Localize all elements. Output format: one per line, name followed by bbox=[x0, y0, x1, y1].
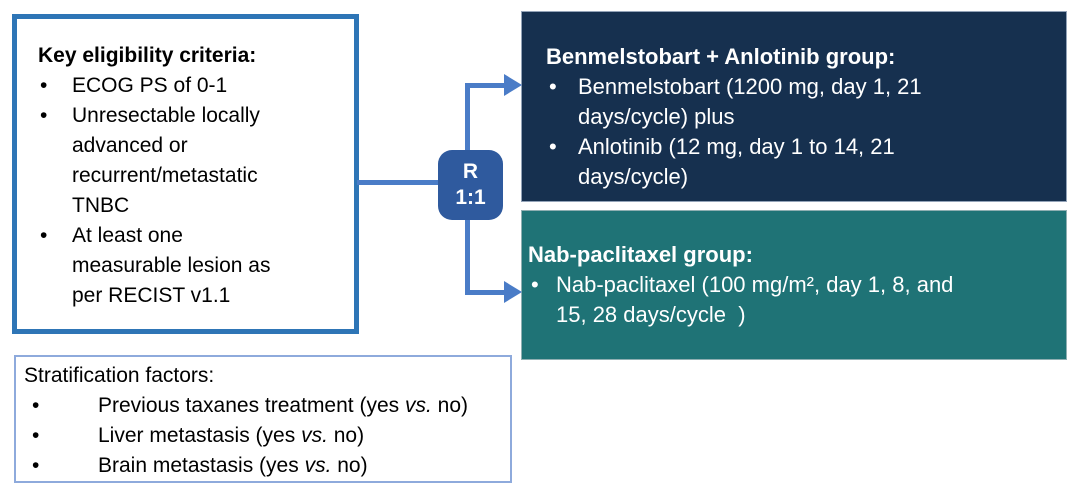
strat-text-before: Previous taxanes treatment (yes bbox=[98, 394, 405, 417]
bullet-icon bbox=[24, 451, 98, 481]
eligibility-item: ECOG PS of 0-1 bbox=[38, 71, 346, 101]
eligibility-item: At least one measurable lesion as per RE… bbox=[38, 221, 346, 311]
arm-nab-paclitaxel-box: Nab-paclitaxel group: Nab-paclitaxel (10… bbox=[521, 210, 1067, 360]
arm2-title: Nab-paclitaxel group: bbox=[528, 242, 753, 267]
bullet-icon bbox=[38, 71, 72, 101]
arm1-item: Benmelstobart (1200 mg, day 1, 21 days/c… bbox=[546, 72, 1052, 132]
strat-text-after: no) bbox=[327, 424, 365, 447]
arm1-item-text: Anlotinib (12 mg, day 1 to 14, 21 days/c… bbox=[578, 134, 895, 189]
strat-text-after: no) bbox=[431, 394, 469, 417]
stratification-box: Stratification factors: Previous taxanes… bbox=[14, 355, 512, 483]
bullet-icon bbox=[24, 391, 98, 421]
bullet-icon bbox=[528, 270, 556, 300]
bullet-icon bbox=[38, 101, 72, 131]
connector-eligibility-to-randomization bbox=[357, 180, 438, 185]
strat-text-before: Brain metastasis (yes bbox=[98, 454, 305, 477]
eligibility-criteria-box: Key eligibility criteria: ECOG PS of 0-1… bbox=[12, 14, 359, 334]
randomization-ratio: 1:1 bbox=[455, 186, 486, 209]
eligibility-item: Unresectable locally advanced or recurre… bbox=[38, 101, 346, 221]
connector-to-arm2 bbox=[465, 290, 506, 295]
vs-label: vs. bbox=[301, 424, 328, 447]
randomization-label: R bbox=[462, 160, 479, 183]
connector-to-arm1 bbox=[465, 83, 506, 88]
bullet-icon bbox=[546, 132, 578, 162]
arm2-item: Nab-paclitaxel (100 mg/m², day 1, 8, and… bbox=[528, 270, 1056, 330]
bullet-icon bbox=[38, 221, 72, 251]
bullet-icon bbox=[546, 72, 578, 102]
arrowhead-arm2-icon bbox=[504, 281, 522, 303]
stratification-item-text: Liver metastasis (yes vs. no) bbox=[98, 421, 364, 451]
randomization-box: R 1:1 bbox=[438, 150, 503, 220]
arm1-item: Anlotinib (12 mg, day 1 to 14, 21 days/c… bbox=[546, 132, 1052, 192]
stratification-title: Stratification factors: bbox=[24, 364, 215, 387]
stratification-item: Brain metastasis (yes vs. no) bbox=[24, 451, 504, 481]
stratification-item-text: Brain metastasis (yes vs. no) bbox=[98, 451, 368, 481]
arrowhead-arm1-icon bbox=[504, 74, 522, 96]
arm1-item-text: Benmelstobart (1200 mg, day 1, 21 days/c… bbox=[578, 74, 922, 129]
bullet-icon bbox=[24, 421, 98, 451]
arm1-title: Benmelstobart + Anlotinib group: bbox=[546, 44, 896, 69]
stratification-item: Liver metastasis (yes vs. no) bbox=[24, 421, 504, 451]
strat-text-before: Liver metastasis (yes bbox=[98, 424, 302, 447]
eligibility-title: Key eligibility criteria: bbox=[38, 44, 257, 67]
connector-randomization-down bbox=[465, 218, 470, 294]
vs-label: vs. bbox=[304, 454, 332, 477]
connector-randomization-up bbox=[465, 83, 470, 153]
eligibility-item-text: ECOG PS of 0-1 bbox=[72, 74, 228, 97]
arm-benmelstobart-anlotinib-box: Benmelstobart + Anlotinib group: Benmels… bbox=[521, 11, 1067, 202]
strat-text-after: no) bbox=[331, 454, 368, 477]
arm2-item-text: Nab-paclitaxel (100 mg/m², day 1, 8, and… bbox=[556, 272, 954, 327]
eligibility-item-text: At least one measurable lesion as per RE… bbox=[72, 224, 271, 307]
vs-label: vs. bbox=[404, 394, 432, 417]
stratification-item: Previous taxanes treatment (yes vs. no) bbox=[24, 391, 504, 421]
eligibility-item-text: Unresectable locally advanced or recurre… bbox=[72, 104, 260, 217]
stratification-item-text: Previous taxanes treatment (yes vs. no) bbox=[98, 391, 468, 421]
